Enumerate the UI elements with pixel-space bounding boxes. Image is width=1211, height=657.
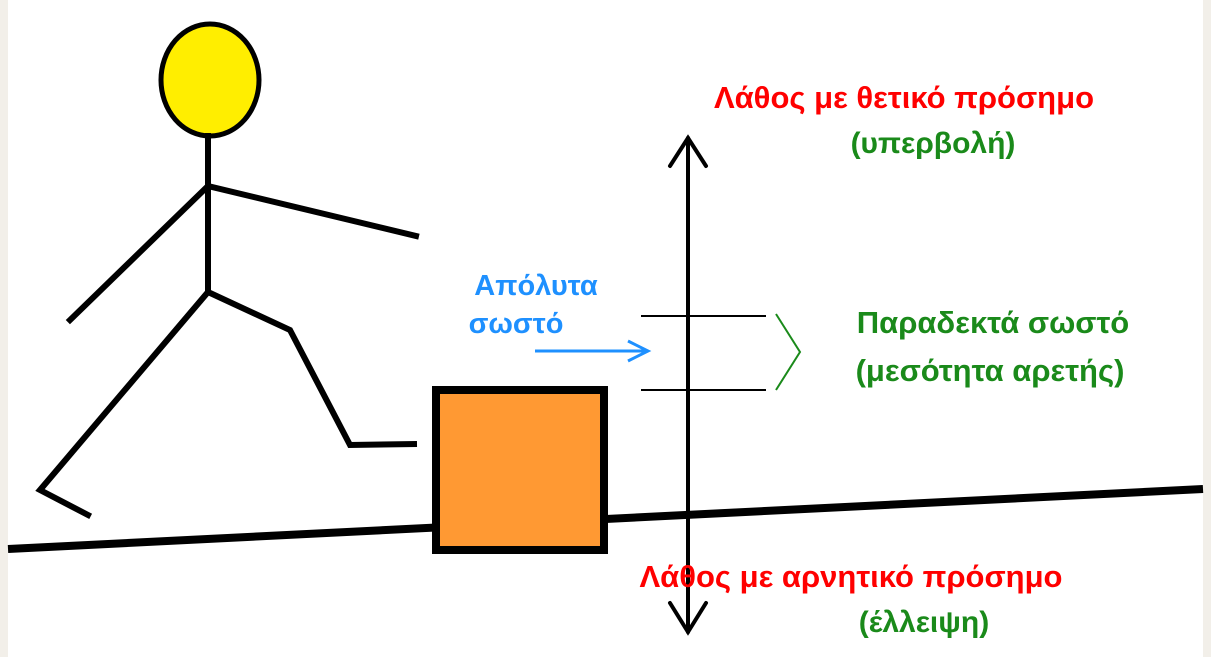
right-frame-edge	[1203, 0, 1211, 657]
absolute-correct-label-line2: σωστό	[469, 308, 564, 340]
absolute-correct-arrow	[535, 339, 652, 363]
negative-error-label: Λάθος με αρνητικό πρόσημο	[639, 559, 1062, 594]
stick-figure-head	[158, 21, 262, 139]
stick-figure-arm-left	[65, 181, 213, 325]
arrow-down-icon	[668, 601, 708, 636]
acceptable-correct-label: Παραδεκτά σωστό	[857, 305, 1130, 340]
left-frame-edge	[0, 0, 8, 657]
blue-arrow-head-icon	[627, 339, 652, 363]
negative-error-note: (έλλειψη)	[859, 606, 989, 639]
stick-figure-leg-left	[35, 287, 213, 520]
positive-error-note: (υπερβολή)	[851, 127, 1016, 160]
stick-figure	[35, 21, 420, 520]
stick-figure-leg-right	[204, 288, 418, 449]
acceptable-bracket	[775, 313, 802, 391]
obstacle-box	[432, 386, 608, 554]
error-axis	[668, 134, 708, 636]
absolute-correct-label-line1: Απόλυτα	[474, 270, 598, 302]
arrow-up-icon	[668, 134, 708, 168]
positive-error-label: Λάθος με θετικό πρόσημο	[714, 80, 1094, 115]
acceptable-correct-note: (μεσότητα αρετής)	[856, 353, 1125, 388]
stick-figure-arm-right	[204, 182, 420, 240]
